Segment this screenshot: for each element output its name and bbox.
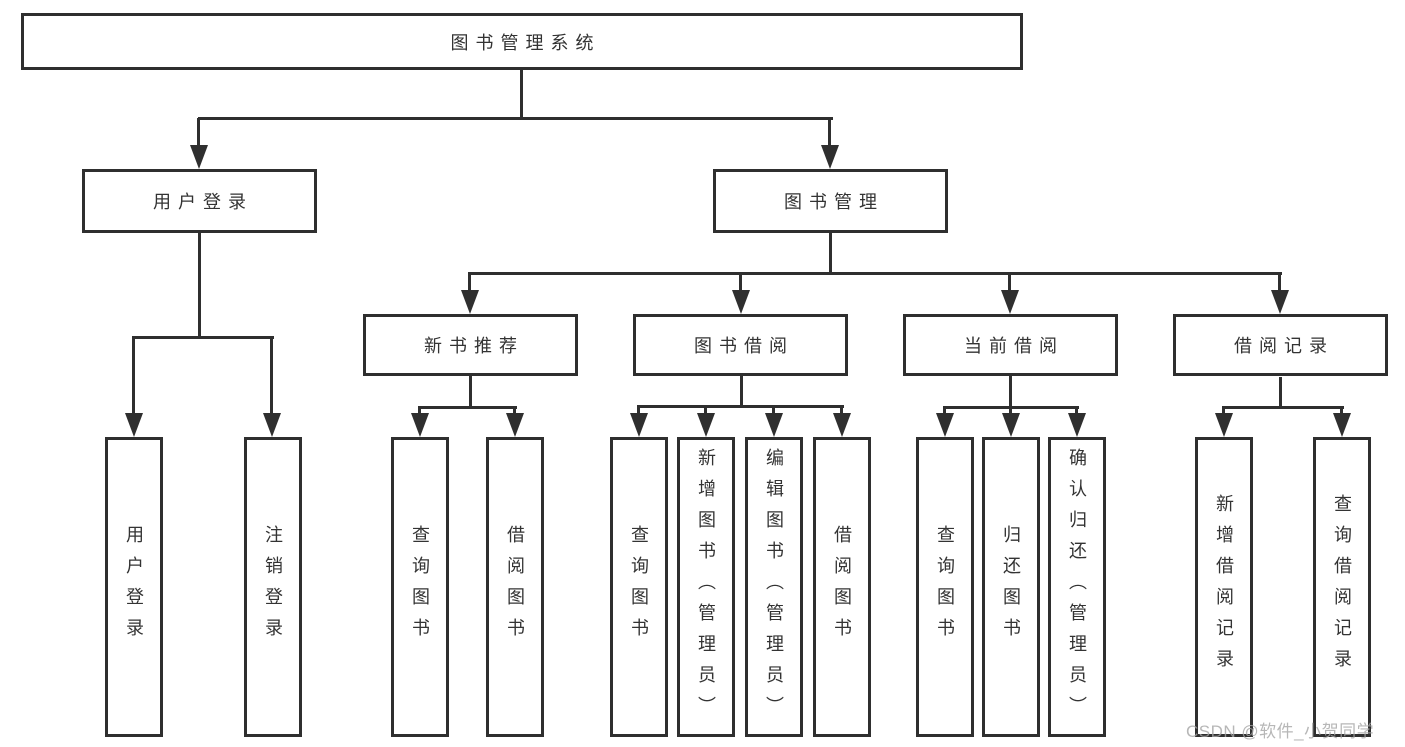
connector-records-rail xyxy=(1222,406,1344,409)
leaf-label: 借阅图书 xyxy=(832,525,852,649)
arrow-down-icon xyxy=(125,337,143,437)
node-library-management-system: 图书管理系统 xyxy=(21,13,1023,70)
leaf-label: 新增借阅记录 xyxy=(1214,494,1234,680)
connector-user-login-rail xyxy=(132,336,274,339)
arrow-down-icon xyxy=(411,407,429,437)
connector-book-management-stem xyxy=(829,233,832,275)
leaf-confirm-return-admin: 确认归还（管理员） xyxy=(1048,437,1106,737)
arrow-down-icon xyxy=(1271,273,1289,314)
arrow-down-icon xyxy=(1001,273,1019,314)
connector-book-management-rail xyxy=(468,272,1282,275)
connector-borrowing-rail xyxy=(637,405,844,408)
node-label: 借阅记录 xyxy=(1234,336,1334,356)
leaf-add-books-admin: 新增图书（管理员） xyxy=(677,437,735,737)
arrow-down-icon xyxy=(263,337,281,437)
leaf-label: 新增图书（管理员） xyxy=(696,447,716,727)
connector-recommendation-stem xyxy=(469,376,472,409)
leaf-edit-books-admin: 编辑图书（管理员） xyxy=(745,437,803,737)
arrow-down-icon xyxy=(821,118,839,169)
arrow-down-icon xyxy=(190,118,208,169)
leaf-label: 查询图书 xyxy=(935,525,955,649)
arrow-down-icon xyxy=(1215,407,1233,437)
node-label: 图书借阅 xyxy=(694,336,794,356)
node-book-management: 图书管理 xyxy=(713,169,948,233)
leaf-borrow-books-borrowing: 借阅图书 xyxy=(813,437,871,737)
leaf-borrow-books-recommend: 借阅图书 xyxy=(486,437,544,737)
leaf-label: 注销登录 xyxy=(263,525,283,649)
leaf-label: 用户登录 xyxy=(124,525,144,649)
arrow-down-icon xyxy=(1068,407,1086,437)
node-borrowing-records: 借阅记录 xyxy=(1173,314,1388,376)
connector-borrowing-stem xyxy=(740,376,743,408)
node-label: 当前借阅 xyxy=(964,336,1064,356)
leaf-label: 归还图书 xyxy=(1001,525,1021,649)
connector-records-stem xyxy=(1279,377,1282,409)
leaf-label: 查询图书 xyxy=(410,525,430,649)
node-label: 用户登录 xyxy=(153,192,253,212)
leaf-query-books-recommend: 查询图书 xyxy=(391,437,449,737)
arrow-down-icon xyxy=(765,406,783,437)
leaf-label: 查询图书 xyxy=(629,525,649,649)
leaf-label: 借阅图书 xyxy=(505,525,525,649)
arrow-down-icon xyxy=(1333,407,1351,437)
connector-current-stem xyxy=(1009,376,1012,409)
arrow-down-icon xyxy=(732,273,750,314)
leaf-query-books-current: 查询图书 xyxy=(916,437,974,737)
arrow-down-icon xyxy=(1002,407,1020,437)
csdn-watermark: CSDN @软件_小贺同学 xyxy=(1186,722,1375,741)
node-user-login: 用户登录 xyxy=(82,169,317,233)
arrow-down-icon xyxy=(936,407,954,437)
leaf-query-borrow-record: 查询借阅记录 xyxy=(1313,437,1371,737)
arrow-down-icon xyxy=(833,406,851,437)
connector-recommendation-rail xyxy=(418,406,517,409)
leaf-return-books: 归还图书 xyxy=(982,437,1040,737)
node-new-book-recommendation: 新书推荐 xyxy=(363,314,578,376)
connector-root-rail xyxy=(198,117,833,120)
arrow-down-icon xyxy=(697,406,715,437)
connector-user-login-stem xyxy=(198,233,201,338)
node-label: 新书推荐 xyxy=(424,336,524,356)
arrow-down-icon xyxy=(506,407,524,437)
leaf-query-books-borrowing: 查询图书 xyxy=(610,437,668,737)
leaf-label: 确认归还（管理员） xyxy=(1067,447,1087,727)
node-label: 图书管理 xyxy=(784,192,884,212)
leaf-label: 编辑图书（管理员） xyxy=(764,447,784,727)
node-book-borrowing: 图书借阅 xyxy=(633,314,848,376)
leaf-add-borrow-record: 新增借阅记录 xyxy=(1195,437,1253,737)
leaf-user-login: 用户登录 xyxy=(105,437,163,737)
node-label: 图书管理系统 xyxy=(450,32,601,53)
arrow-down-icon xyxy=(461,273,479,314)
leaf-logout: 注销登录 xyxy=(244,437,302,737)
node-current-borrowing: 当前借阅 xyxy=(903,314,1118,376)
arrow-down-icon xyxy=(630,406,648,437)
connector-root-stem xyxy=(520,69,523,119)
leaf-label: 查询借阅记录 xyxy=(1332,494,1352,680)
